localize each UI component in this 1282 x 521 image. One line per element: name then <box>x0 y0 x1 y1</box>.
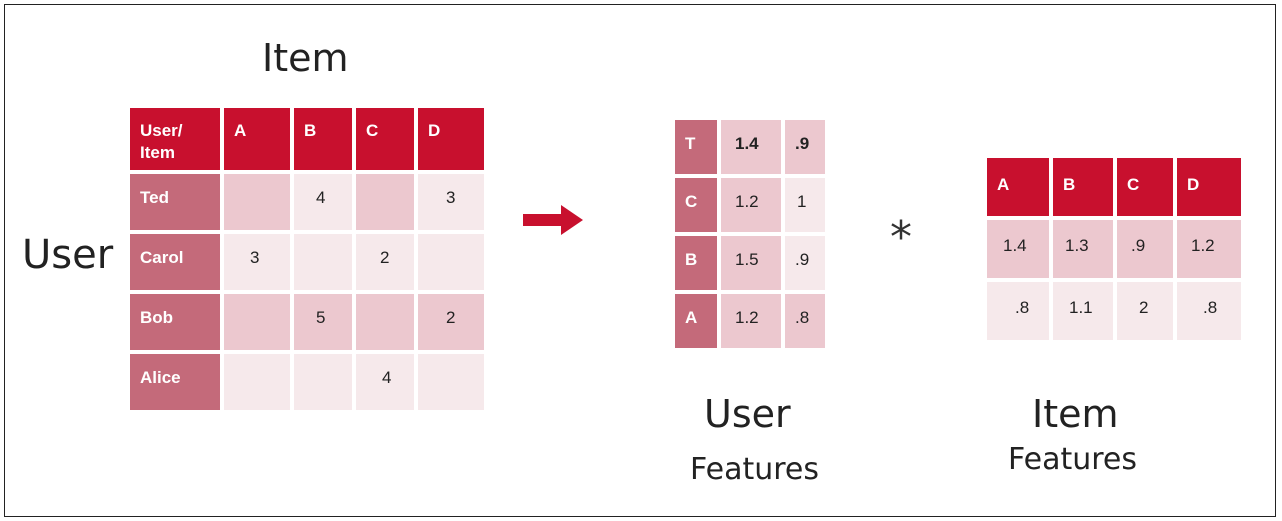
item-feature-cell: .8 <box>987 282 1049 340</box>
rating-cell: 4 <box>294 174 352 230</box>
user-feature-cell: 1.4 <box>721 120 781 174</box>
item-feature-cell: .9 <box>1117 220 1173 278</box>
item-features-label-line1: Item <box>1032 392 1119 436</box>
user-feature-row-header: C <box>675 178 717 232</box>
item-feature-cell: 1.1 <box>1053 282 1113 340</box>
user-feature-cell: .8 <box>785 294 825 348</box>
rating-cell: 2 <box>418 294 484 350</box>
user-feature-cell: 1.5 <box>721 236 781 290</box>
item-features-label-line2: Features <box>1008 442 1137 477</box>
rating-cell <box>294 234 352 290</box>
rating-row-header: Bob <box>130 294 220 350</box>
item-feature-col-header: B <box>1053 158 1113 216</box>
rating-cell: 5 <box>294 294 352 350</box>
user-feature-cell: 1.2 <box>721 178 781 232</box>
rating-col-header: C <box>356 108 414 170</box>
user-feature-cell: 1 <box>785 178 825 232</box>
user-features-label-line1: User <box>704 392 791 436</box>
rating-cell <box>418 234 484 290</box>
rating-corner-header: User/ Item <box>130 108 220 170</box>
item-feature-col-header: D <box>1177 158 1241 216</box>
rating-col-header: B <box>294 108 352 170</box>
user-feature-cell: .9 <box>785 236 825 290</box>
rating-cell <box>418 354 484 410</box>
item-axis-label: Item <box>262 36 349 80</box>
item-feature-cell: 1.4 <box>987 220 1049 278</box>
rating-cell <box>224 294 290 350</box>
rating-cell: 2 <box>356 234 414 290</box>
item-feature-cell: 1.2 <box>1177 220 1241 278</box>
user-feature-cell: .9 <box>785 120 825 174</box>
user-feature-cell: 1.2 <box>721 294 781 348</box>
rating-cell <box>224 354 290 410</box>
user-axis-label: User <box>22 232 114 278</box>
item-feature-col-header: A <box>987 158 1049 216</box>
rating-cell <box>294 354 352 410</box>
user-features-matrix: T 1.4 .9 C 1.2 1 B 1.5 .9 A 1.2 .8 <box>671 116 829 352</box>
item-features-matrix: A B C D 1.4 1.3 .9 1.2 .8 1.1 2 .8 <box>983 154 1245 344</box>
user-feature-row-header: T <box>675 120 717 174</box>
right-arrow-icon <box>523 205 583 235</box>
rating-cell: 4 <box>356 354 414 410</box>
multiply-operator: * <box>890 212 912 263</box>
user-feature-row-header: A <box>675 294 717 348</box>
item-feature-cell: 1.3 <box>1053 220 1113 278</box>
user-features-label-line2: Features <box>690 452 819 487</box>
item-feature-cell: 2 <box>1117 282 1173 340</box>
rating-cell: 3 <box>224 234 290 290</box>
rating-cell <box>356 174 414 230</box>
item-feature-cell: .8 <box>1177 282 1241 340</box>
rating-col-header: A <box>224 108 290 170</box>
rating-row-header: Alice <box>130 354 220 410</box>
rating-cell <box>356 294 414 350</box>
rating-row-header: Carol <box>130 234 220 290</box>
rating-cell: 3 <box>418 174 484 230</box>
item-feature-col-header: C <box>1117 158 1173 216</box>
rating-matrix: User/ Item A B C D Ted 4 3 Carol 3 2 Bob… <box>126 104 488 414</box>
user-feature-row-header: B <box>675 236 717 290</box>
rating-cell <box>224 174 290 230</box>
rating-row-header: Ted <box>130 174 220 230</box>
rating-col-header: D <box>418 108 484 170</box>
